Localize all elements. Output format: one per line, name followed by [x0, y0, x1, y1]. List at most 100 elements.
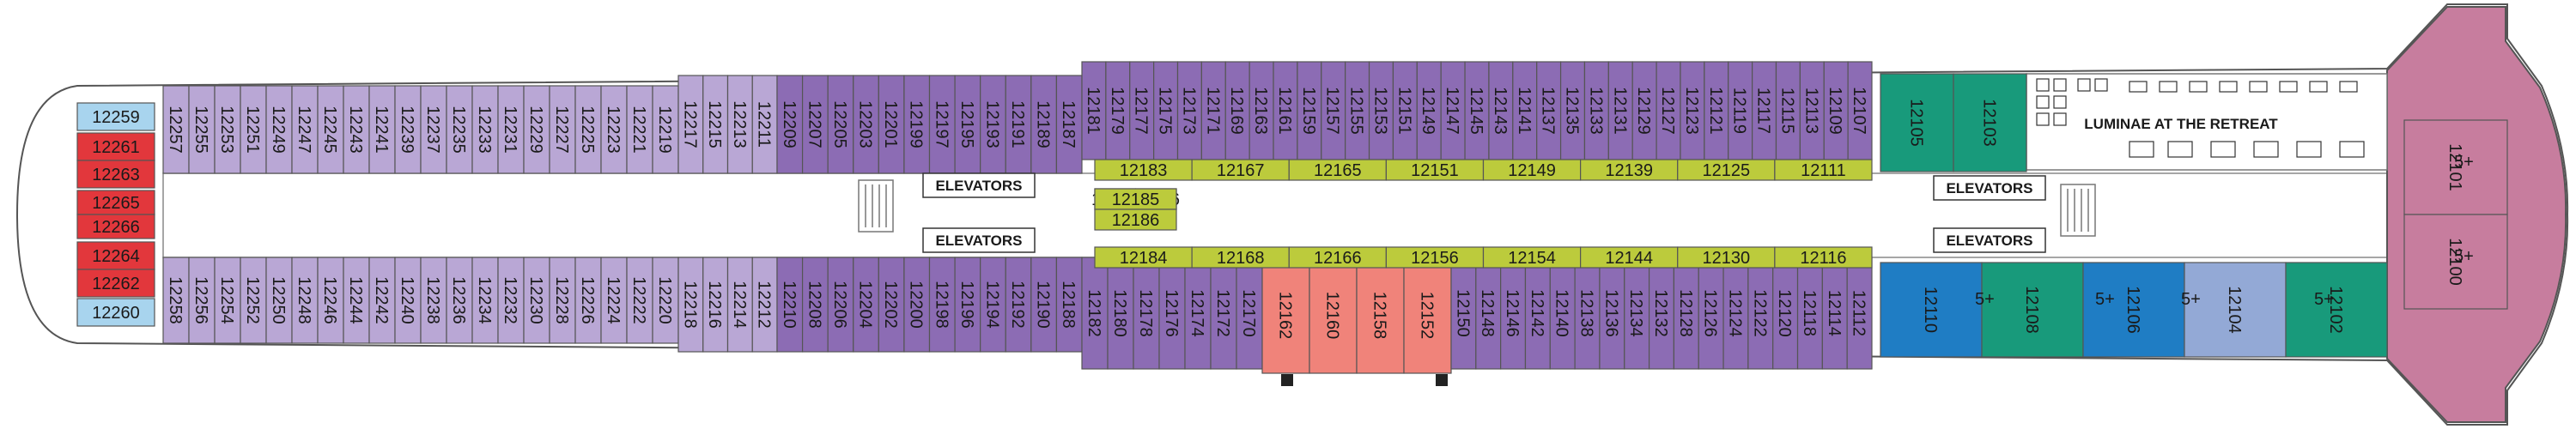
- cabin[interactable]: 12224: [600, 257, 628, 344]
- cabin[interactable]: 12169: [1224, 61, 1250, 160]
- cabin[interactable]: 12199: [903, 75, 931, 174]
- cabin[interactable]: 12119: [1728, 61, 1753, 160]
- cabin[interactable]: 12181: [1081, 61, 1107, 160]
- cabin[interactable]: 12261: [76, 132, 155, 161]
- cabin[interactable]: 12159: [1297, 61, 1322, 160]
- cabin[interactable]: 12209: [776, 75, 804, 174]
- cabin[interactable]: 12264: [76, 241, 155, 270]
- cabin[interactable]: 12195: [954, 75, 981, 174]
- cabin[interactable]: 12228: [549, 257, 576, 344]
- cabin[interactable]: 12227: [549, 85, 576, 174]
- cabin[interactable]: 12178: [1133, 257, 1160, 370]
- cabin[interactable]: 12202: [878, 257, 905, 353]
- cabin[interactable]: 12215: [702, 75, 729, 174]
- cabin[interactable]: 12255: [188, 85, 216, 174]
- cabin[interactable]: 12186: [1094, 208, 1177, 231]
- cabin[interactable]: 12150: [1450, 257, 1477, 370]
- cabin[interactable]: 12200: [903, 257, 931, 353]
- cabin[interactable]: 12145: [1464, 61, 1490, 160]
- cabin[interactable]: 12235: [446, 85, 473, 174]
- cabin[interactable]: 12177: [1129, 61, 1155, 160]
- cabin[interactable]: 12163: [1249, 61, 1274, 160]
- cabin[interactable]: 12147: [1440, 61, 1466, 160]
- cabin[interactable]: 12214: [726, 257, 753, 353]
- cabin[interactable]: 12127: [1656, 61, 1681, 160]
- cabin[interactable]: 12183: [1094, 159, 1193, 181]
- cabin[interactable]: 12167: [1191, 159, 1290, 181]
- cabin[interactable]: 12192: [1005, 257, 1032, 353]
- cabin[interactable]: 12205: [827, 75, 854, 174]
- cabin[interactable]: 12144: [1580, 246, 1679, 269]
- cabin[interactable]: 12111: [1774, 159, 1873, 181]
- cabin[interactable]: 12233: [471, 85, 499, 174]
- cabin[interactable]: 12105: [1880, 73, 1954, 172]
- cabin[interactable]: 12120: [1772, 257, 1799, 370]
- cabin[interactable]: 12207: [801, 75, 829, 174]
- cabin[interactable]: 12218: [677, 257, 704, 353]
- cabin[interactable]: 12172: [1210, 257, 1237, 370]
- cabin[interactable]: 12241: [368, 85, 396, 174]
- cabin[interactable]: 12238: [420, 257, 447, 344]
- cabin[interactable]: 12160: [1309, 257, 1358, 374]
- cabin[interactable]: 12134: [1624, 257, 1650, 370]
- cabin[interactable]: 12196: [954, 257, 981, 353]
- cabin[interactable]: 12174: [1184, 257, 1212, 370]
- cabin[interactable]: 12139: [1580, 159, 1679, 181]
- cabin[interactable]: 12138: [1574, 257, 1601, 370]
- cabin[interactable]: 12212: [751, 257, 778, 353]
- cabin[interactable]: 12106: [2082, 262, 2185, 358]
- cabin[interactable]: 12221: [626, 85, 653, 174]
- cabin[interactable]: 12128: [1673, 257, 1699, 370]
- cabin[interactable]: 12201: [878, 75, 905, 174]
- cabin[interactable]: 12256: [188, 257, 216, 344]
- cabin[interactable]: 12115: [1775, 61, 1801, 160]
- cabin[interactable]: 12211: [751, 75, 778, 174]
- cabin[interactable]: 12253: [214, 85, 241, 174]
- cabin[interactable]: 12231: [497, 85, 525, 174]
- cabin[interactable]: 12114: [1821, 257, 1848, 370]
- cabin[interactable]: 12102: [2285, 262, 2388, 358]
- cabin[interactable]: 12203: [853, 75, 879, 174]
- cabin[interactable]: 12197: [928, 75, 956, 174]
- cabin[interactable]: 12242: [368, 257, 396, 344]
- cabin[interactable]: 12216: [702, 257, 729, 353]
- cabin[interactable]: 12173: [1176, 61, 1202, 160]
- cabin[interactable]: 12185: [1094, 188, 1177, 210]
- cabin[interactable]: 12234: [471, 257, 499, 344]
- cabin[interactable]: 12193: [980, 75, 1006, 174]
- cabin[interactable]: 12110: [1880, 262, 1983, 358]
- cabin[interactable]: 12259: [76, 102, 155, 131]
- cabin[interactable]: 12260: [76, 298, 155, 327]
- cabin[interactable]: 12229: [523, 85, 550, 174]
- cabin[interactable]: 12103: [1953, 73, 2027, 172]
- cabin[interactable]: 12136: [1599, 257, 1625, 370]
- cabin[interactable]: 12141: [1512, 61, 1538, 160]
- cabin[interactable]: 12152: [1403, 257, 1452, 374]
- cabin[interactable]: 12155: [1345, 61, 1370, 160]
- cabin[interactable]: 12124: [1722, 257, 1749, 370]
- cabin[interactable]: 12239: [394, 85, 422, 174]
- cabin[interactable]: 12263: [76, 160, 155, 189]
- cabin[interactable]: 12112: [1846, 257, 1873, 370]
- cabin[interactable]: 12140: [1549, 257, 1576, 370]
- cabin[interactable]: 12135: [1559, 61, 1586, 160]
- cabin[interactable]: 12122: [1747, 257, 1774, 370]
- cabin[interactable]: 12246: [317, 257, 344, 344]
- cabin[interactable]: 12204: [853, 257, 879, 353]
- cabin[interactable]: 12254: [214, 257, 241, 344]
- cabin[interactable]: 12121: [1704, 61, 1729, 160]
- cabin[interactable]: 12153: [1368, 61, 1394, 160]
- cabin[interactable]: 12223: [600, 85, 628, 174]
- cabin[interactable]: 12230: [523, 257, 550, 344]
- cabin[interactable]: 12176: [1158, 257, 1186, 370]
- cabin[interactable]: 12188: [1055, 257, 1083, 353]
- cabin[interactable]: 12258: [162, 257, 190, 344]
- cabin[interactable]: 12171: [1200, 61, 1226, 160]
- cabin[interactable]: 12156: [1385, 246, 1485, 269]
- cabin[interactable]: 12265: [76, 190, 155, 215]
- cabin[interactable]: 12146: [1500, 257, 1527, 370]
- cabin[interactable]: 12252: [240, 257, 267, 344]
- cabin[interactable]: 12220: [652, 257, 679, 344]
- cabin[interactable]: 12142: [1524, 257, 1551, 370]
- cabin[interactable]: 12123: [1680, 61, 1705, 160]
